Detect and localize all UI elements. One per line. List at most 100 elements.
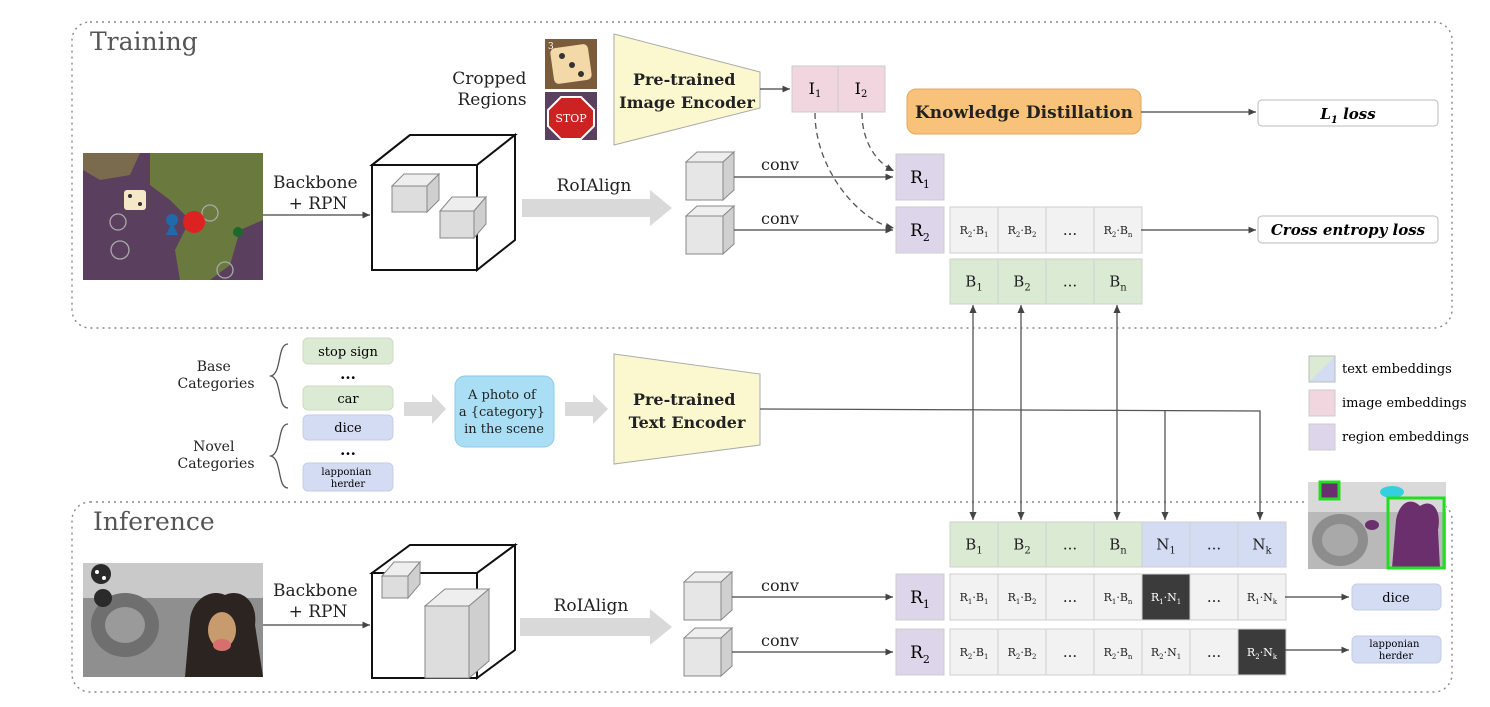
svg-text:3: 3	[548, 42, 554, 52]
training-base-emb-cell-2	[1045, 258, 1095, 305]
inference-roi-cube-2	[682, 626, 734, 678]
inference-row2-cell-2	[1045, 628, 1095, 676]
inference-row1-cell-2	[1045, 573, 1095, 621]
prompt-to-encoder-arrow	[565, 394, 608, 424]
image-encoder	[613, 33, 761, 146]
image-embedding-i1-label: I1	[809, 79, 822, 100]
inference-row2-cell-label-2: ...	[1063, 643, 1077, 661]
category-stop-sign	[302, 337, 394, 365]
training-roialign-arrow	[522, 190, 672, 226]
inference-emb-cell-label-0: B1	[965, 536, 982, 557]
categories-to-prompt-arrow	[404, 394, 446, 424]
legend: text embeddings image embeddings region …	[1308, 355, 1469, 451]
inference-emb-cell-label-4: N1	[1156, 536, 1176, 557]
dashed-link-i1-r2	[814, 112, 895, 231]
base-categories-ellipsis: ...	[340, 365, 356, 383]
text-encoder-connectors	[759, 305, 1264, 520]
inference-emb-cell-label-1: B2	[1013, 536, 1030, 557]
training-small-cube-2	[438, 195, 488, 240]
category-car-label: car	[337, 392, 359, 407]
inference-row1-cell-5	[1189, 573, 1239, 621]
inference-row2-cell-label-4: R2·N1	[1151, 646, 1181, 661]
training-base-emb-cell-3	[1093, 258, 1143, 305]
inference-row2-cell-label-6: R2·Nk	[1247, 646, 1278, 661]
training-base-emb-cell-label-3: Bn	[1109, 273, 1127, 294]
inference-roialign-arrow	[520, 609, 672, 645]
inference-row1-cell-label-6: R1·Nk	[1247, 591, 1278, 606]
training-map-image	[83, 153, 263, 280]
training-frame	[71, 21, 1453, 329]
category-lapponian-herder	[302, 462, 394, 492]
knowledge-distillation-label: Knowledge Distillation	[915, 103, 1133, 123]
category-car	[302, 385, 394, 411]
inference-roialign-label: RoIAlign	[554, 596, 629, 616]
inference-row1-cell-label-0: R1·B1	[960, 591, 989, 606]
cropped-regions-label: Cropped Regions	[452, 69, 531, 110]
inference-row2-cell-6	[1237, 628, 1287, 676]
inference-emb-cell-label-6: Nk	[1252, 536, 1272, 557]
training-roialign-label: RoIAlign	[557, 176, 632, 196]
inference-emb-cell-label-2: ...	[1063, 536, 1077, 554]
cross-entropy-loss-label: Cross entropy loss	[1271, 221, 1426, 239]
prompt-label: A photo of a {category} in the scene	[459, 388, 549, 437]
dashed-link-i2-r1	[861, 112, 895, 172]
training-score-cell-label-2: ...	[1063, 221, 1077, 239]
inference-conv-label-2: conv	[761, 631, 799, 650]
inference-emb-cell-label-5: ...	[1207, 536, 1221, 554]
inference-row1-cell-label-4: R1·N1	[1151, 591, 1181, 606]
inference-roi-cube-1	[682, 570, 734, 622]
training-region-r1-label: R1	[910, 168, 930, 191]
inference-region-r1-label: R1	[910, 588, 930, 611]
inference-emb-cell-5	[1189, 521, 1239, 568]
text-encoder-label: Pre-trained Text Encoder	[629, 390, 746, 432]
novel-categories-label: Novel Categories	[178, 439, 255, 472]
prompt-box	[454, 375, 555, 448]
legend-swatch-image	[1308, 389, 1336, 417]
training-score-cell-2	[1045, 206, 1095, 254]
training-base-emb-cell-label-1: B2	[1013, 273, 1030, 294]
training-backbone-label: Backbone + RPN	[273, 173, 363, 214]
training-small-cube-1	[390, 172, 441, 214]
inference-row2-cell-5	[1189, 628, 1239, 676]
detection-result-image	[1308, 480, 1446, 570]
legend-swatch-region	[1308, 423, 1336, 451]
inference-row2-cell-1	[997, 628, 1047, 676]
output-dice-box	[1351, 583, 1442, 611]
inference-row1-cell-1	[997, 573, 1047, 621]
training-base-emb-cell-0	[949, 258, 999, 305]
training-base-emb-cell-label-0: B1	[965, 273, 982, 294]
image-embedding-i2	[837, 65, 886, 113]
inference-emb-cell-6	[1237, 521, 1287, 568]
inference-emb-cell-3	[1093, 521, 1143, 568]
legend-swatch-text	[1308, 355, 1336, 383]
svg-text:STOP: STOP	[555, 112, 587, 125]
inference-row1-cell-label-1: R1·B2	[1008, 591, 1037, 606]
inference-conv-label-1: conv	[761, 576, 799, 595]
base-categories-label: Base Categories	[178, 359, 255, 392]
training-roi-cube-2	[684, 204, 736, 256]
inference-row1-cell-label-3: R1·Bn	[1104, 591, 1133, 606]
cross-entropy-loss-box	[1257, 215, 1439, 244]
cropped-stopsign-image: STOP	[545, 92, 597, 140]
image-embedding-i2-label: I2	[855, 79, 868, 100]
category-lapponian-herder-label: lapponian herder	[321, 467, 374, 490]
training-base-emb-cell-1	[997, 258, 1047, 305]
category-dice-label: dice	[334, 421, 362, 436]
inference-row2-cell-3	[1093, 628, 1143, 676]
inference-region-r1	[895, 573, 945, 621]
l1-loss-label: L1 loss	[1319, 105, 1376, 126]
training-conv-label-2: conv	[761, 209, 799, 228]
novel-categories-brace	[268, 423, 289, 489]
legend-label-region: region embeddings	[1342, 430, 1469, 445]
inference-region-r2	[895, 628, 945, 676]
inference-row1-cell-label-2: ...	[1063, 588, 1077, 606]
cropped-dice-image: 3	[545, 39, 597, 89]
training-score-cell-label-0: R2·B1	[960, 224, 989, 239]
inference-row2-cell-label-3: R2·Bn	[1104, 646, 1133, 661]
